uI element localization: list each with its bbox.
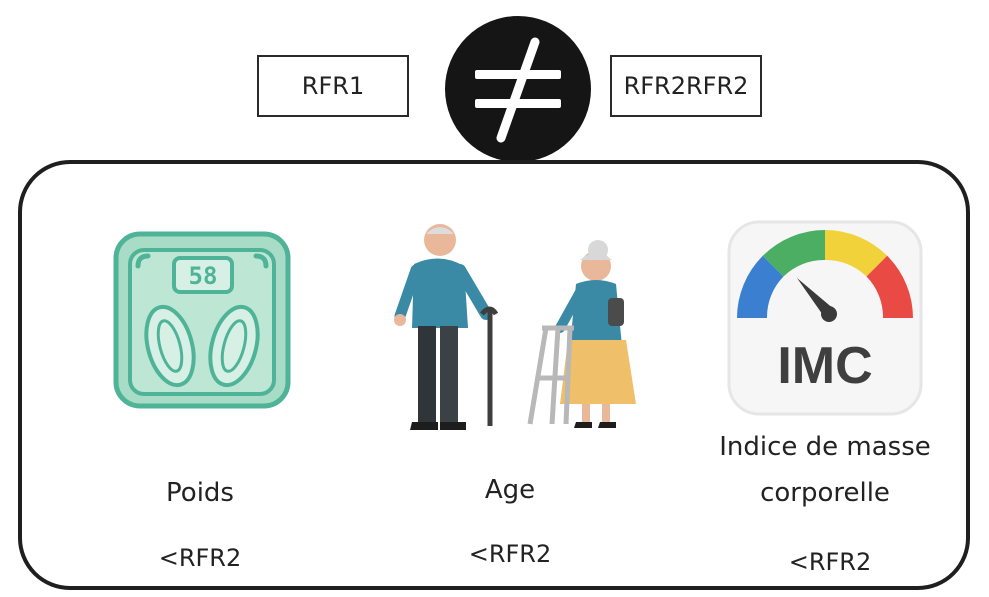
bmi-icon-text: IMC — [777, 337, 872, 395]
factor-label-bmi-line2: corporelle — [760, 478, 890, 508]
condition-age: <RFR2 — [468, 540, 552, 568]
bmi-gauge-icon: IMC — [727, 220, 923, 416]
rfr2-label: RFR2 — [623, 72, 686, 100]
condition-weight: <RFR2 — [158, 544, 242, 572]
not-equal-icon — [445, 16, 591, 162]
condition-bmi: <RFR2 — [788, 548, 872, 576]
rfr2-box: RFR2 RFR2 — [610, 55, 762, 117]
factor-label-age: Age — [484, 475, 536, 505]
rfr1-label: RFR1 — [301, 72, 365, 100]
rfr2-label: RFR2 — [686, 72, 749, 100]
weighing-scale-icon: 58 — [113, 231, 291, 409]
elderly-couple-icon — [394, 224, 636, 430]
factor-label-bmi-line1: Indice de masse — [719, 432, 931, 462]
factors-panel — [18, 160, 970, 590]
scale-display: 58 — [189, 262, 218, 290]
rfr1-box: RFR1 — [257, 55, 409, 117]
factor-label-weight: Poids — [166, 478, 234, 508]
